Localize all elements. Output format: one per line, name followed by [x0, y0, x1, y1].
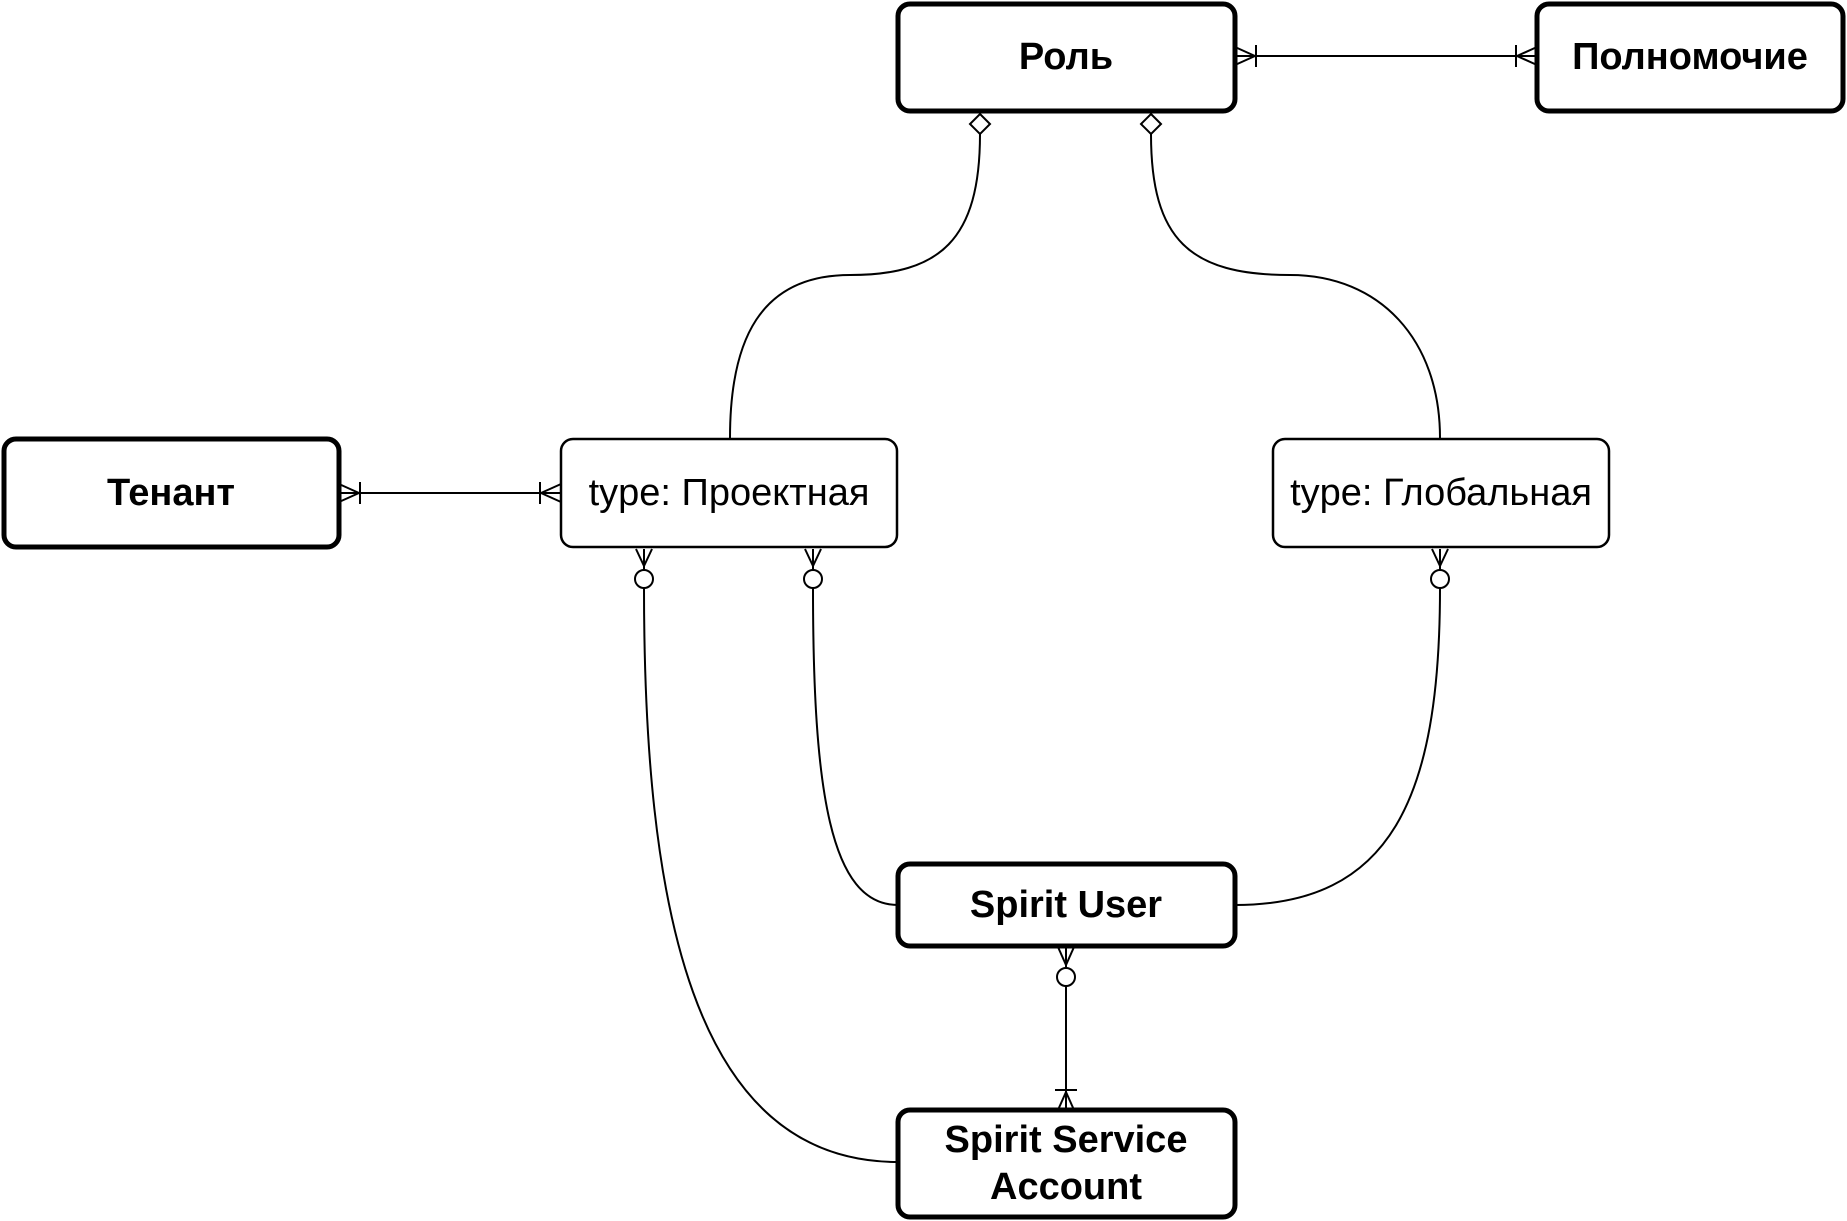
global-type-label: type: Глобальная — [1290, 472, 1592, 514]
tenant-label: Тенант — [107, 472, 235, 514]
one-or-many-marker-project-side — [539, 482, 562, 504]
aggregation-diamond-role-global — [1139, 112, 1163, 136]
edges — [338, 45, 1538, 1163]
service-account-entity[interactable]: Spirit Service Account — [895, 1107, 1238, 1220]
zero-or-many-marker-user-side — [1056, 946, 1076, 987]
spirit-user-label: Spirit User — [970, 884, 1162, 926]
edge-global-type-spirit-user — [1234, 548, 1450, 906]
service-account-label-line-1: Spirit Service — [945, 1119, 1188, 1161]
zero-or-many-marker-project-user — [803, 548, 823, 589]
global-type-node[interactable]: type: Глобальная — [1271, 437, 1611, 549]
zero-or-many-marker-project-service — [634, 548, 654, 589]
permission-entity[interactable]: Полномочие — [1534, 1, 1846, 114]
project-type-label: type: Проектная — [589, 472, 870, 514]
zero-or-many-marker-global-user — [1430, 548, 1450, 589]
one-or-many-marker-service-side — [1055, 1089, 1077, 1111]
project-type-node[interactable]: type: Проектная — [559, 437, 899, 549]
one-or-many-marker-permission-side — [1515, 45, 1538, 67]
edge-role-global-type — [1139, 112, 1441, 439]
role-entity[interactable]: Роль — [895, 1, 1238, 114]
edge-project-type-service-account — [634, 548, 899, 1163]
spirit-user-entity[interactable]: Spirit User — [895, 861, 1238, 949]
edge-role-project-type — [729, 112, 992, 439]
role-label: Роль — [1019, 36, 1113, 78]
edge-tenant-project-type — [338, 482, 562, 504]
one-or-many-marker-role-side — [1234, 45, 1257, 67]
service-account-label-line-2: Account — [990, 1166, 1142, 1208]
tenant-entity[interactable]: Тенант — [1, 436, 342, 550]
one-or-many-marker-tenant-side — [338, 482, 361, 504]
edge-role-permission — [1234, 45, 1538, 67]
aggregation-diamond-role-project — [968, 112, 992, 136]
permission-label: Полномочие — [1572, 36, 1808, 78]
edge-project-type-spirit-user — [803, 548, 899, 906]
edge-spirit-user-service-account — [1055, 946, 1077, 1111]
